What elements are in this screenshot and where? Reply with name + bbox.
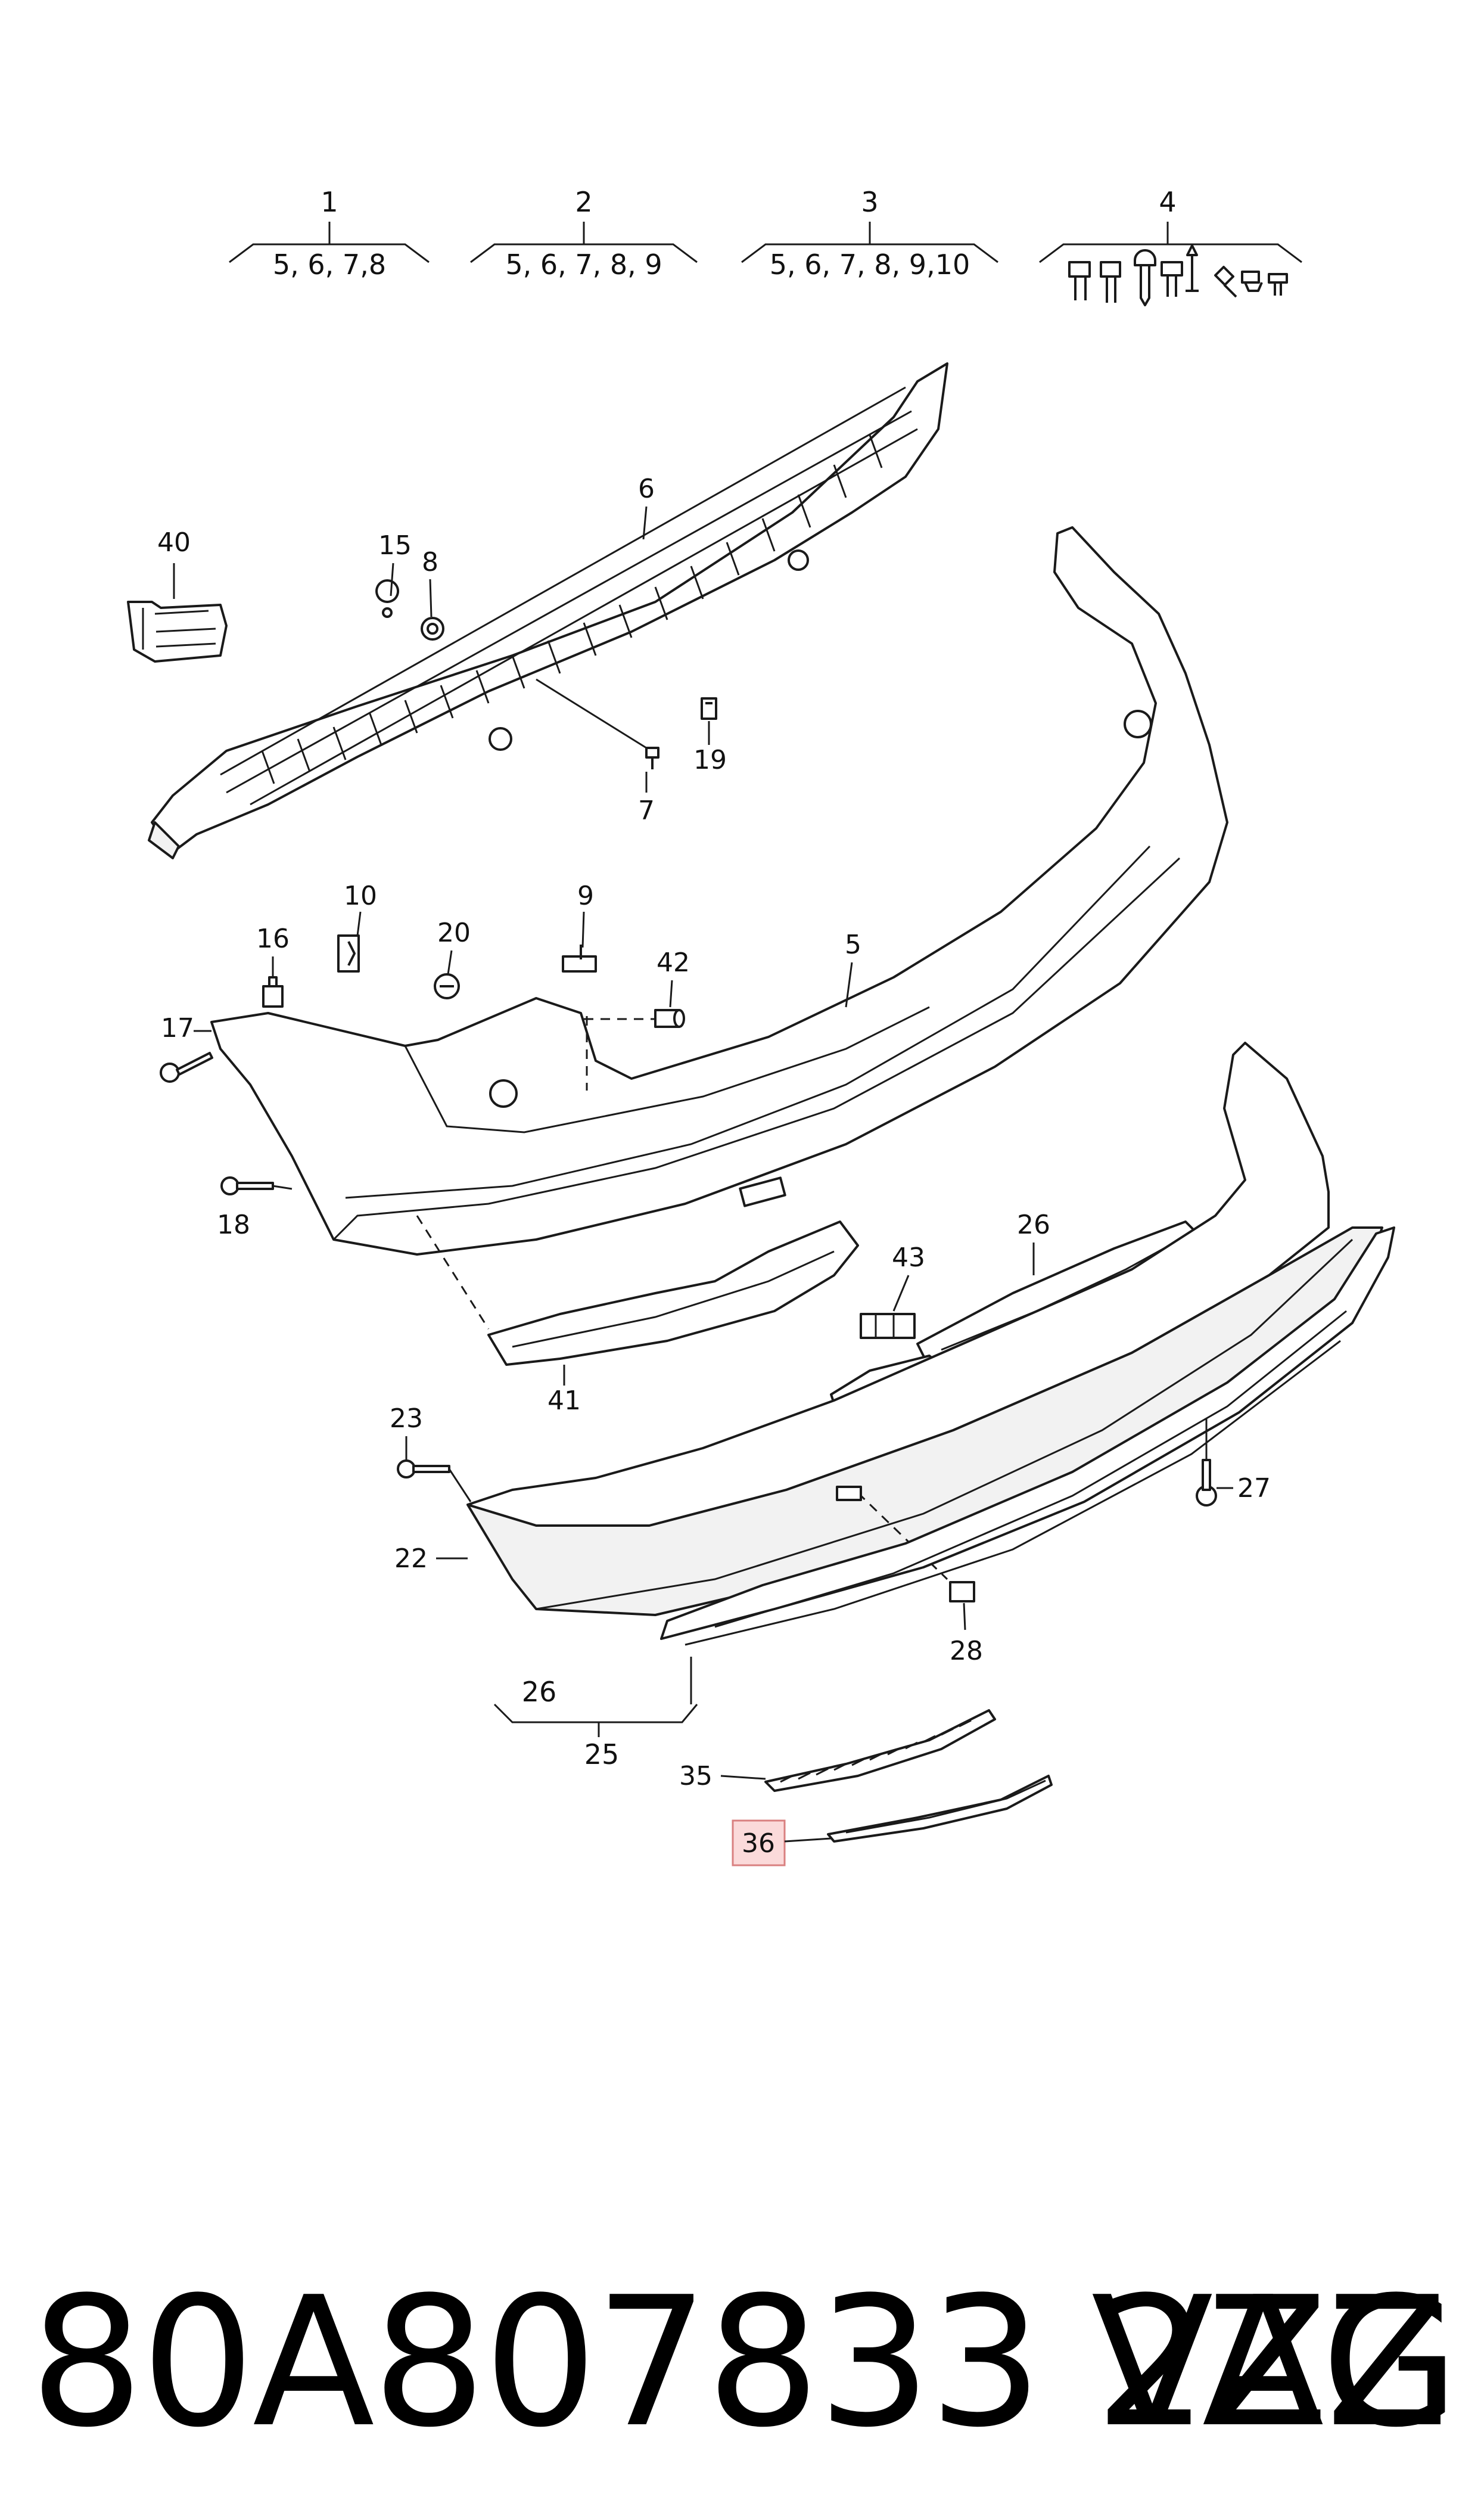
callout-40: 40 [157, 527, 191, 558]
callout-10: 10 [344, 881, 377, 911]
group-contents: 5, 6, 7, 8, 9 [505, 249, 662, 281]
callout-18: 18 [217, 1210, 250, 1240]
part-number: 80A807833 2ZZ [30, 2259, 1448, 2467]
screw-part-17 [160, 1052, 213, 1083]
callout-7: 7 [638, 796, 655, 826]
clip-part-19 [701, 697, 717, 720]
group-header-3: 3 5, 6, 7, 8, 9,10 [741, 186, 998, 281]
callout-36: 36 [742, 1828, 775, 1859]
group-number: 1 [321, 186, 338, 218]
screw-part-27 [1196, 1459, 1217, 1507]
callout-20: 20 [437, 918, 471, 948]
footer: 80A807833 2ZZ VAG [30, 2265, 1460, 2461]
screw-part-7 [645, 747, 659, 769]
callout-23: 23 [390, 1403, 423, 1434]
callout-16: 16 [256, 924, 290, 954]
group-contents: 5, 6, 7,8 [273, 249, 386, 281]
group-number: 4 [1159, 186, 1176, 218]
chrome-strip-part-36 [827, 1775, 1053, 1843]
group-number: 2 [575, 186, 592, 218]
group-header-4: 4 [1039, 186, 1302, 306]
callout-28: 28 [950, 1636, 983, 1666]
bracket-part-10 [337, 934, 360, 973]
screw-part-23 [397, 1459, 450, 1479]
clip-part-9 [562, 945, 597, 973]
group-number: 3 [861, 186, 878, 218]
screw-part-18 [220, 1176, 274, 1195]
group-number: 25 [584, 1738, 620, 1771]
grille-strip-part-35 [764, 1709, 996, 1792]
group-contents: 26 [522, 1676, 557, 1708]
callout-17: 17 [161, 1013, 194, 1043]
callout-22: 22 [394, 1543, 428, 1574]
group-header-2: 2 5, 6, 7, 8, 9 [470, 186, 698, 281]
nut-part-20 [434, 973, 460, 999]
callouts: 40 15 8 6 19 7 10 20 9 16 42 5 17 18 26 … [157, 474, 1271, 1866]
trim-strip-part-41 [416, 1215, 859, 1366]
fastener-set-icon [1068, 244, 1288, 306]
lower-valance-part-22 [466, 1042, 1383, 1646]
washer-part-8 [421, 617, 444, 641]
callout-8: 8 [422, 547, 438, 577]
clip-part-42 [654, 1009, 685, 1028]
carrier-bracket-part-6 [148, 362, 948, 859]
callout-6: 6 [638, 474, 655, 504]
connector-part-43 [860, 1313, 916, 1339]
clip-part-16 [262, 976, 284, 1008]
bumper-cover-part-5 [210, 526, 1228, 1256]
side-bracket-part-40 [127, 601, 228, 663]
callout-9: 9 [577, 881, 594, 911]
group-contents: 5, 6, 7, 8, 9,10 [770, 249, 970, 281]
nut-part-15 [375, 579, 400, 618]
highlight-box [732, 1819, 786, 1866]
callout-19: 19 [693, 745, 727, 775]
callout-15: 15 [378, 530, 412, 561]
callout-42: 42 [657, 948, 690, 978]
cap-part-28 [949, 1581, 975, 1602]
group-header-1: 1 5, 6, 7,8 [229, 186, 430, 281]
group-header-25: 26 25 [493, 1657, 698, 1771]
brand-name: VAG [1091, 2259, 1460, 2467]
callout-35: 35 [679, 1761, 713, 1791]
lower-trim-part-26 [660, 1226, 1395, 1640]
callout-26-upper: 26 [1017, 1210, 1050, 1240]
callout-27: 27 [1237, 1473, 1271, 1504]
callout-41: 41 [547, 1386, 581, 1416]
callout-5: 5 [845, 930, 861, 960]
callout-43: 43 [892, 1243, 925, 1273]
